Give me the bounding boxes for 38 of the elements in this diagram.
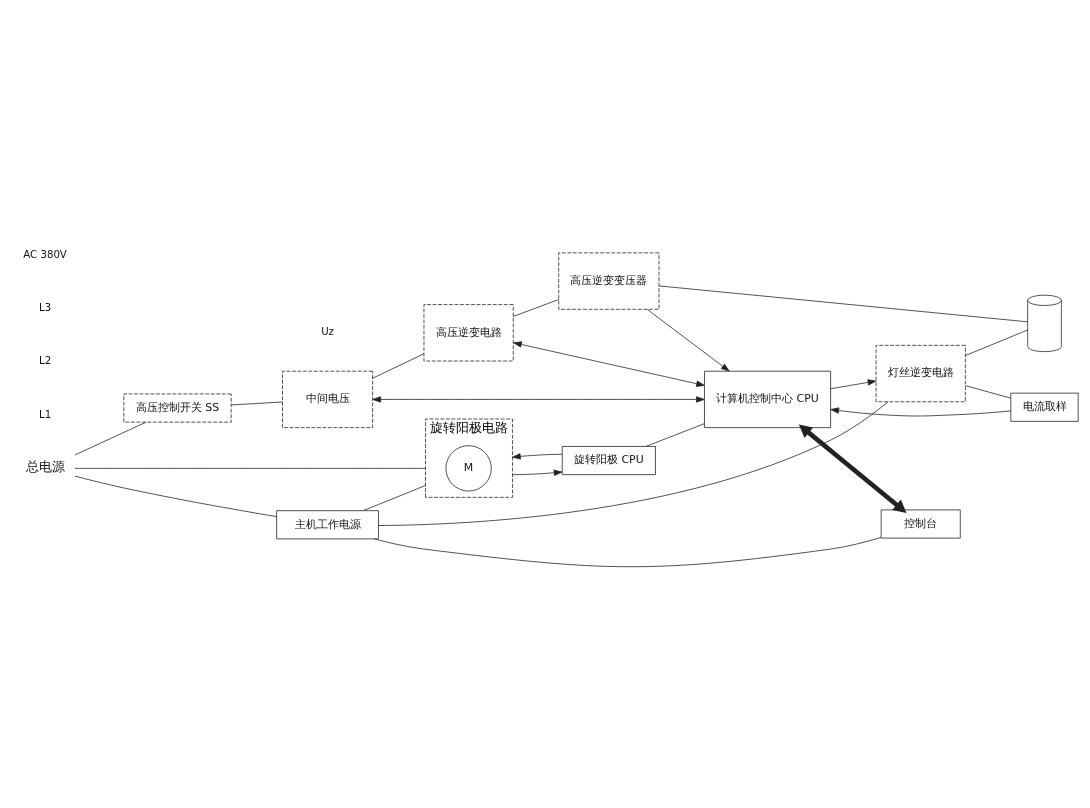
connector [372,353,425,379]
arrow [513,341,705,387]
label: L2 [39,355,52,367]
connector [230,401,283,406]
node-box: 高压逆变电路 [423,304,514,362]
arrow [830,379,877,390]
arrow [512,453,563,460]
label: Uz [321,325,334,337]
arrow [372,396,705,403]
connector [965,385,1012,399]
node-box: 控制台 [880,509,961,539]
connector [74,468,426,469]
connector [645,423,705,447]
node-box: 计算机控制中心 CPU [704,370,831,428]
label: AC 380V [23,248,67,260]
connector [74,475,277,517]
arrow [830,407,1011,417]
connector [658,285,1029,323]
node-box: 中间电压 [282,370,373,428]
connector [378,401,889,526]
arrow [798,424,907,513]
connector [74,421,147,456]
connector [512,299,560,317]
arrow [512,469,563,476]
connector [965,329,1029,356]
arrow [646,309,730,372]
node-box: 旋转阳极 CPU [561,446,656,475]
connector [363,485,426,511]
node-circle: M [445,445,492,492]
node-box: 高压逆变变压器 [558,252,660,310]
node-box: 灯丝逆变电路 [875,344,966,403]
connector [373,537,882,568]
node-box: 主机工作电源 [276,510,379,540]
node-text: 总电源 [25,459,65,475]
node-box: 电流取样 [1010,392,1079,422]
label: L1 [39,408,52,420]
label: L3 [39,302,52,314]
node-box: 高压控制开关 SS [123,393,232,423]
